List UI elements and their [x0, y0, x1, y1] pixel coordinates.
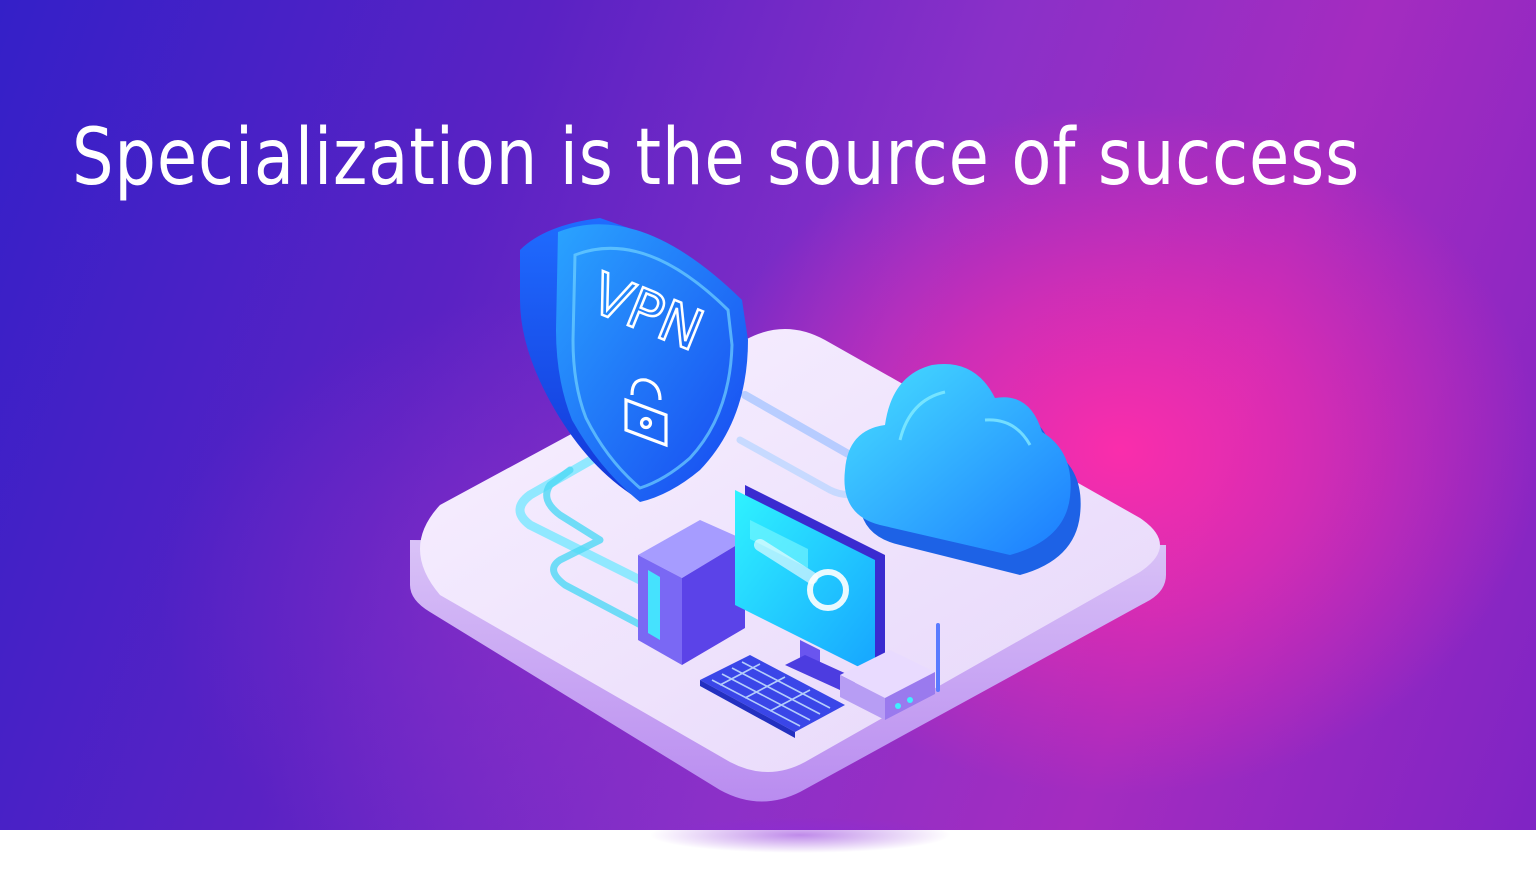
server-tower-icon: [638, 520, 745, 665]
key-icon: [754, 539, 849, 611]
desktop-computer-icon: [735, 485, 885, 690]
keyboard-icon: [700, 655, 845, 738]
vpn-shield: VPN: [520, 218, 748, 502]
wifi-router-icon: [840, 623, 940, 720]
platform-shadow: [650, 817, 950, 853]
padlock-icon: [624, 378, 668, 448]
cloud-icon: [844, 363, 1081, 575]
page-title: Specialization is the source of success: [72, 113, 1361, 203]
